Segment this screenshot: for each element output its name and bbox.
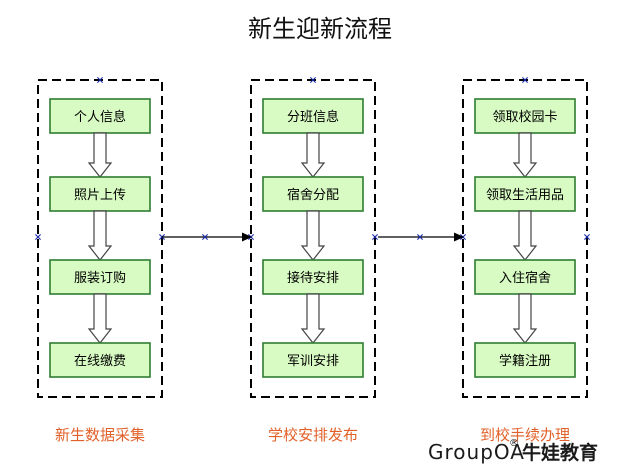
process-step-label: 入住宿舍: [499, 270, 551, 286]
handle-marker-right: [372, 234, 378, 240]
process-step-label: 服装订购: [74, 270, 126, 286]
flow-down-arrow: [87, 132, 113, 178]
brand-chinese-text: 牛娃教育: [522, 441, 598, 464]
handle-marker-left: [35, 234, 41, 240]
flow-down-arrow: [300, 132, 326, 178]
process-step-label: 照片上传: [74, 188, 126, 203]
process-step-box: [49, 176, 151, 212]
process-step: 领取生活用品: [474, 176, 576, 212]
process-step: 照片上传: [49, 176, 151, 212]
process-step: 宿舍分配: [262, 176, 364, 212]
process-step-label: 学籍注册: [499, 353, 551, 369]
process-step: 分班信息: [262, 98, 364, 134]
process-step: 在线缴费: [49, 342, 151, 378]
process-step-box: [49, 98, 151, 134]
process-step: 入住宿舍: [474, 259, 576, 295]
process-step-label: 接待安排: [287, 270, 339, 286]
brand-watermark: GroupOA ® 牛娃教育: [428, 438, 598, 464]
page-title: 新生迎新流程: [248, 15, 392, 43]
process-step-box: [474, 342, 576, 378]
process-step-box: [262, 342, 364, 378]
group-label: 到校手续办理: [480, 426, 570, 444]
handle-marker-top: [310, 77, 316, 83]
process-step: 接待安排: [262, 259, 364, 295]
flow-down-arrow: [512, 210, 538, 261]
flow-down-arrow: [512, 132, 538, 178]
flow-down-arrow: [300, 293, 326, 344]
flow-down-arrow: [87, 293, 113, 344]
process-step-box: [474, 259, 576, 295]
process-step-label: 个人信息: [74, 109, 126, 125]
process-step: 领取校园卡: [474, 98, 576, 134]
flow-down-arrow: [512, 293, 538, 344]
group-label: 新生数据采集: [55, 426, 145, 444]
process-step-box: [49, 342, 151, 378]
handle-marker-top: [522, 77, 528, 83]
process-step: 个人信息: [49, 98, 151, 134]
group-connector-2: [378, 232, 464, 242]
process-step-label: 领取生活用品: [486, 188, 564, 203]
process-step: 军训安排: [262, 342, 364, 378]
process-step-box: [262, 259, 364, 295]
process-step-box: [262, 176, 364, 212]
brand-latin-text: GroupOA: [428, 440, 525, 464]
process-step-label: 在线缴费: [74, 354, 126, 369]
group-connector-1: [162, 232, 252, 242]
process-step-label: 领取校园卡: [492, 109, 557, 125]
process-step-label: 宿舍分配: [287, 187, 339, 203]
connector-midpoint-marker: [202, 234, 208, 240]
connector-midpoint-marker: [417, 234, 423, 240]
flow-down-arrow: [87, 210, 113, 261]
handle-marker-top: [97, 77, 103, 83]
flow-down-arrow: [300, 210, 326, 261]
brand-registered-mark: ®: [509, 438, 519, 449]
process-step-box: [49, 259, 151, 295]
process-step-label: 分班信息: [287, 109, 339, 125]
process-step-box: [474, 98, 576, 134]
connector-markers: [202, 234, 423, 240]
process-step: 服装订购: [49, 259, 151, 295]
handle-marker-right: [584, 234, 590, 240]
group-label: 学校安排发布: [268, 426, 358, 444]
process-step-label: 军训安排: [287, 354, 339, 369]
process-step: 学籍注册: [474, 342, 576, 378]
